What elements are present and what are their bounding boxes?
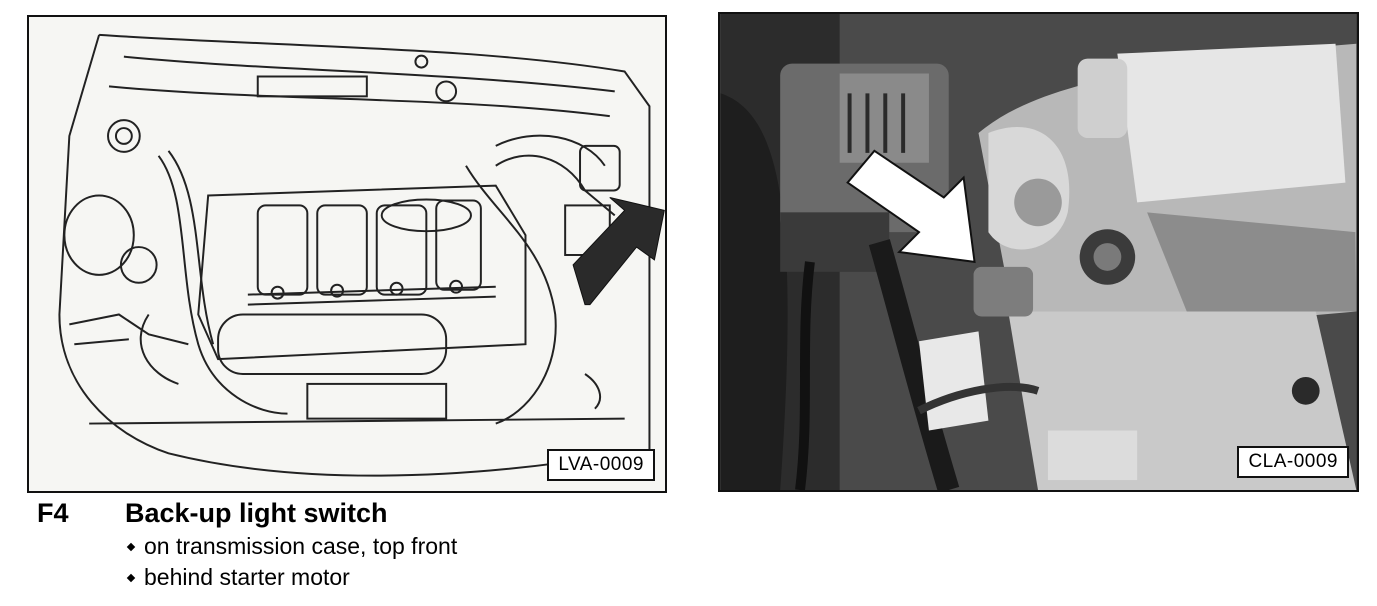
component-heading: F4 Back-up light switch bbox=[37, 498, 737, 529]
diamond-bullet-icon bbox=[126, 573, 136, 582]
engine-compartment-drawing: LVA-0009 bbox=[27, 15, 667, 493]
figure-label-photo: CLA-0009 bbox=[1237, 446, 1349, 478]
list-item: on transmission case, top front bbox=[125, 531, 737, 562]
figure-label-drawing: LVA-0009 bbox=[547, 449, 655, 481]
list-item: behind starter motor bbox=[125, 562, 737, 593]
diamond-bullet-icon bbox=[126, 542, 136, 551]
pointer-arrow-icon bbox=[572, 196, 665, 306]
location-list: on transmission case, top front behind s… bbox=[125, 531, 737, 593]
component-title: Back-up light switch bbox=[125, 498, 388, 528]
location-text: behind starter motor bbox=[144, 564, 350, 590]
pointer-arrow-icon bbox=[846, 149, 976, 264]
location-text: on transmission case, top front bbox=[144, 533, 458, 559]
component-code: F4 bbox=[37, 498, 69, 528]
engine-line-art bbox=[58, 33, 665, 477]
transmission-photo-art bbox=[720, 14, 1357, 490]
component-caption: F4 Back-up light switch on transmission … bbox=[37, 498, 737, 593]
transmission-photo: CLA-0009 bbox=[718, 12, 1359, 492]
